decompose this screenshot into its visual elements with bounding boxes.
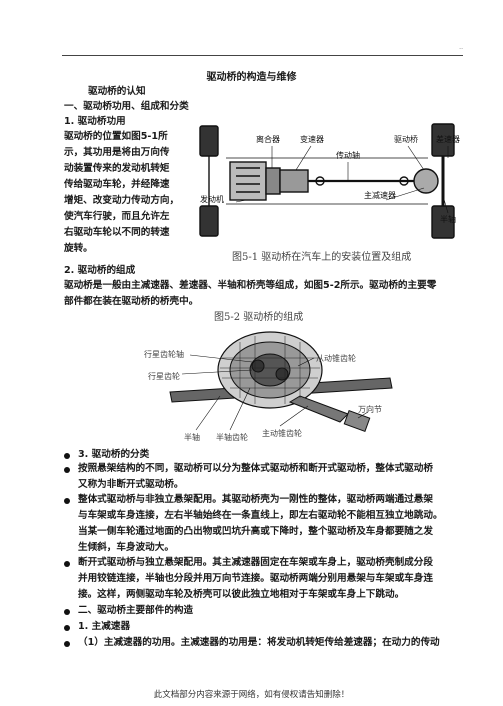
front-right-wheel	[199, 205, 219, 237]
clutch-housing	[265, 167, 281, 195]
list-line: 与车架或车身连接，左右半轴始终在一条直线上，即左右驱动轮不能相互独立地跳动。	[78, 510, 443, 521]
label-gearbox: 变速器	[300, 134, 324, 144]
bullet-dot	[64, 498, 70, 504]
figure-5-2-caption: 图5-2 驱动桥的组成	[214, 312, 304, 323]
planet-gear	[251, 359, 265, 373]
list-item: 按照悬架结构的不同，驱动桥可以分为整体式驱动桥和断开式驱动桥，整体式驱动桥 又称…	[78, 461, 464, 493]
label-universal-joint: 万向节	[358, 404, 382, 414]
list-line: 1. 主减速器	[78, 621, 131, 632]
list-line: 又称为非断开式驱动桥。	[78, 479, 184, 490]
drive-pinion	[288, 395, 349, 423]
front-left-wheel	[199, 125, 219, 157]
intro-line: 使汽车行驶，而且允许左	[64, 211, 170, 222]
figure-5-1-caption: 图5-1 驱动桥在汽车上的安装位置及组成	[232, 252, 412, 263]
list-item: 整体式驱动桥与非独立悬架配用。其驱动桥壳为一刚性的整体，驱动桥两端通过悬架 与车…	[78, 492, 464, 556]
label-drive-axle: 驱动桥	[394, 134, 418, 144]
list-line: 3. 驱动桥的分类	[78, 449, 150, 460]
label-half-shaft: 半轴	[184, 432, 200, 442]
header-marker: ..	[459, 44, 463, 51]
universal-joint	[343, 410, 371, 432]
intro-line: 示，其功用是将由万向传	[64, 147, 170, 158]
label-half-shaft: 半轴	[440, 214, 456, 224]
bullet-dot	[64, 625, 70, 631]
list-line: 按照悬架结构的不同，驱动桥可以分为整体式驱动桥和断开式驱动桥，整体式驱动桥	[78, 463, 433, 474]
heading-1: 一、驱动桥功用、组成和分类	[64, 101, 189, 112]
list-line: 二、驱动桥主要部件的构造	[78, 605, 194, 616]
intro-line: 右驱动车轮以不同的转速	[64, 227, 170, 238]
list-line: （1）主减速器的功用。主减速器的功用是：将发动机转矩传给差速器；在动力的传动	[78, 637, 440, 648]
bullet-dot	[64, 641, 70, 647]
list-item: 二、驱动桥主要部件的构造	[78, 603, 464, 619]
page-title: 驱动桥的构造与维修	[206, 72, 297, 83]
list-line: 生倾斜，车身波动大。	[78, 542, 174, 553]
label-driveshaft: 传动轴	[336, 150, 360, 160]
label-clutch: 离合器	[256, 134, 280, 144]
label-side-gear: 半轴齿轮	[216, 432, 248, 442]
list-line: 断开式驱动桥与独立悬架配用。其主减速器固定在车架或车身上，驱动桥壳制成分段	[78, 557, 433, 568]
list-line: 并用铰链连接，半轴也分段并用万向节连接。驱动桥两端分别用悬架与车架或车身连	[78, 573, 433, 584]
label-engine: 发动机	[200, 194, 224, 204]
label-drive-bevel-gear: 主动锥齿轮	[262, 428, 302, 438]
label-driven-bevel-gear: 从动锥齿轮	[316, 353, 356, 363]
header-rule	[62, 55, 463, 56]
bullet-dot	[64, 467, 70, 473]
composition-line: 驱动桥是一般由主减速器、差速器、半轴和桥壳等组成，如图5-2所示。驱动桥的主要零	[64, 280, 437, 291]
label-planet-gear: 行星齿轮	[148, 371, 180, 381]
list-line: 接。这样，两侧驱动车轮及桥壳可以彼此独立地相对于车架或车身上下跳动。	[78, 589, 405, 600]
heading-1-1: 1. 驱动桥功用	[64, 116, 126, 127]
label-final-drive: 主减速器	[364, 190, 396, 200]
heading-1-2: 2. 驱动桥的组成	[64, 265, 136, 276]
list-item: 断开式驱动桥与独立悬架配用。其主减速器固定在车架或车身上，驱动桥壳制成分段 并用…	[78, 555, 464, 603]
intro-line: 驱动桥的位置如图5-1所	[64, 131, 168, 142]
list-item: 3. 驱动桥的分类	[78, 447, 464, 463]
composition-line: 部件都在装在驱动桥的桥壳中。	[64, 296, 199, 307]
list-line: 当某一侧车轮通过地面的凸出物或凹坑升高或下降时，整个驱动桥及车身都要随之发	[78, 526, 433, 537]
composition-paragraph: 驱动桥是一般由主减速器、差速器、半轴和桥壳等组成，如图5-2所示。驱动桥的主要零…	[64, 278, 464, 310]
intro-paragraph: 驱动桥的位置如图5-1所 示，其功用是将由万向传 动装置传来的发动机转矩 传给驱…	[64, 129, 194, 257]
gearbox	[279, 169, 309, 193]
list-line: 整体式驱动桥与非独立悬架配用。其驱动桥壳为一刚性的整体，驱动桥两端通过悬架	[78, 494, 433, 505]
figure-5-2-axle-cutaway: 行星齿轮轴 从动锥齿轮 行星齿轮 万向节 半轴 半轴齿轮 主动锥齿轮	[144, 331, 393, 442]
bullet-dot	[64, 561, 70, 567]
intro-line: 传给驱动车轮，并经降速	[64, 179, 170, 190]
bullet-dot	[64, 609, 70, 615]
figure-5-1-drivetrain-diagram: 离合器 变速器 传动轴 驱动桥 差速器 发动机 主减速器 半轴	[199, 123, 460, 239]
bullet-dot	[64, 453, 70, 459]
intro-line: 动装置传来的发动机转矩	[64, 163, 170, 174]
intro-line: 旋转。	[64, 243, 93, 254]
list-item: 1. 主减速器	[78, 619, 464, 635]
section-title: 驱动桥的认知	[88, 86, 146, 97]
final-drive-housing	[413, 168, 439, 194]
label-differential: 差速器	[436, 134, 460, 144]
intro-line: 增矩、改变动力传动方向，	[64, 195, 180, 206]
label-planet-shaft: 行星齿轮轴	[144, 349, 184, 359]
list-item: （1）主减速器的功用。主减速器的功用是：将发动机转矩传给差速器；在动力的传动	[78, 635, 464, 651]
page-footer: 此文档部分内容来源于网络，如有侵权请告知删除！	[153, 690, 350, 700]
